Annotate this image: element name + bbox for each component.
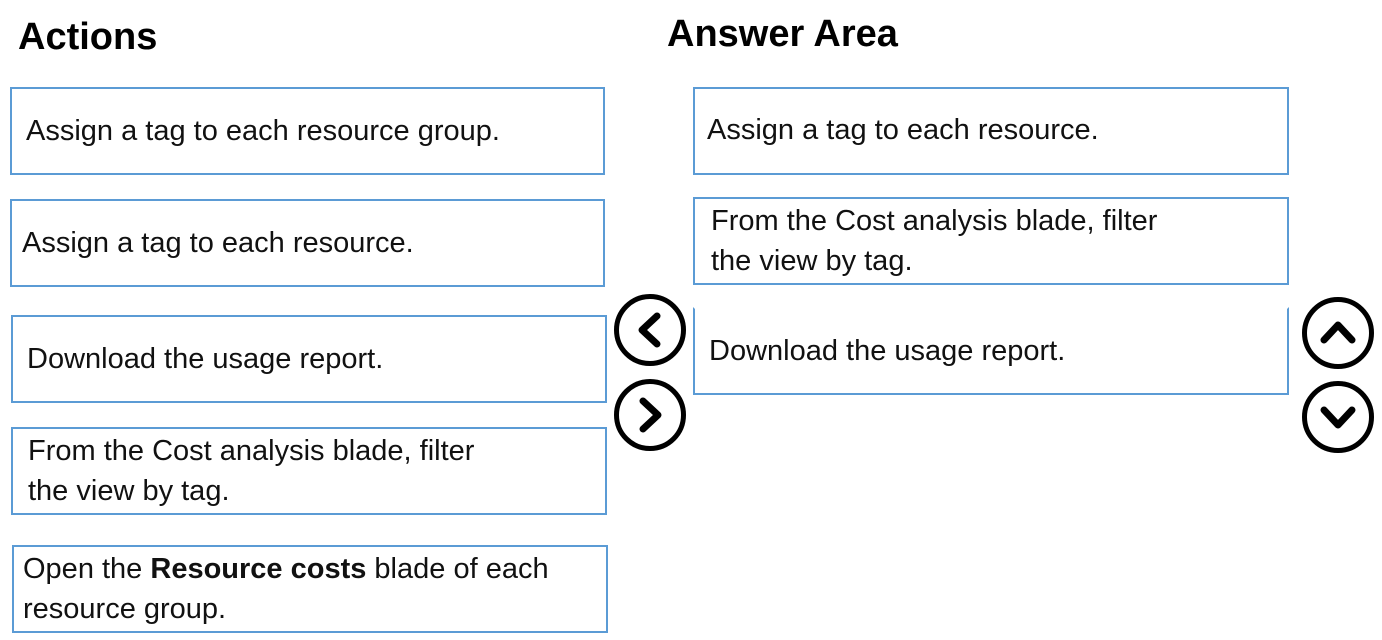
chevron-left-icon bbox=[638, 312, 661, 348]
action-item-label-prefix: Open the bbox=[23, 553, 151, 585]
move-right-button[interactable] bbox=[614, 379, 686, 451]
answer-item-download-usage-report[interactable]: Download the usage report. bbox=[693, 307, 1289, 395]
move-left-button[interactable] bbox=[614, 294, 686, 366]
chevron-up-icon bbox=[1320, 321, 1356, 344]
action-item-label: Open the Resource costs blade of each re… bbox=[23, 549, 549, 629]
action-item-assign-tag-resource-group[interactable]: Assign a tag to each resource group. bbox=[10, 87, 605, 175]
action-item-download-usage-report[interactable]: Download the usage report. bbox=[11, 315, 607, 403]
move-down-button[interactable] bbox=[1302, 381, 1374, 453]
action-item-label-suffix: blade of each resource group. bbox=[23, 553, 549, 625]
answer-item-label: From the Cost analysis blade, filter the… bbox=[711, 205, 1158, 277]
action-item-filter-by-tag[interactable]: From the Cost analysis blade, filter the… bbox=[11, 427, 607, 515]
answer-item-label: Download the usage report. bbox=[709, 335, 1066, 367]
action-item-label: Download the usage report. bbox=[27, 343, 384, 375]
action-item-label: Assign a tag to each resource group. bbox=[26, 115, 500, 147]
chevron-down-icon bbox=[1320, 406, 1356, 429]
action-item-open-resource-costs[interactable]: Open the Resource costs blade of each re… bbox=[12, 545, 608, 633]
answer-item-assign-tag-resource[interactable]: Assign a tag to each resource. bbox=[693, 87, 1289, 175]
action-item-label: From the Cost analysis blade, filter the… bbox=[28, 435, 475, 507]
answer-area-heading: Answer Area bbox=[667, 13, 898, 55]
action-item-label-bold: Resource costs bbox=[150, 553, 367, 585]
answer-item-label: Assign a tag to each resource. bbox=[707, 114, 1099, 146]
action-item-label: Assign a tag to each resource. bbox=[22, 227, 414, 259]
actions-heading: Actions bbox=[18, 16, 158, 58]
answer-item-filter-by-tag[interactable]: From the Cost analysis blade, filter the… bbox=[693, 197, 1289, 285]
move-up-button[interactable] bbox=[1302, 297, 1374, 369]
action-item-assign-tag-resource[interactable]: Assign a tag to each resource. bbox=[10, 199, 605, 287]
chevron-right-icon bbox=[639, 397, 662, 433]
